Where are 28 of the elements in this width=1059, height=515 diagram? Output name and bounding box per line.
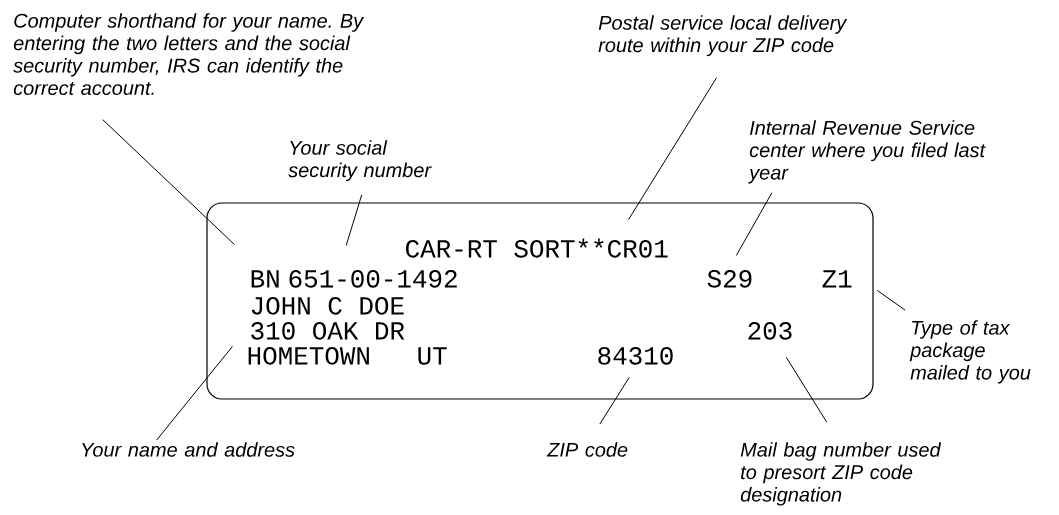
leader-line <box>785 356 828 423</box>
leader-line <box>599 376 630 425</box>
leader-line <box>156 345 233 441</box>
printed-field: CAR-RT SORT**CR01 <box>406 238 668 258</box>
callout-text: Type of tax package mailed to you <box>909 320 1031 384</box>
printed-field: 203 <box>748 322 792 340</box>
printed-field: 84310 <box>598 347 673 365</box>
callout-text: Mail bag number used to presort ZIP code designation <box>740 442 942 506</box>
callout-text: ZIP code <box>546 442 628 457</box>
printed-field: JOHN C DOE <box>251 297 404 315</box>
leader-line <box>876 289 906 311</box>
callout-text: Postal service local delivery route within your ZIP code <box>598 15 848 57</box>
leader-line <box>735 192 773 256</box>
printed-field: Z1 <box>822 270 852 288</box>
leader-line <box>628 77 718 221</box>
printed-field: HOMETOWN <box>248 347 369 365</box>
printed-field: BN <box>251 270 279 288</box>
leader-line <box>102 119 235 246</box>
printed-field: 651-00-1492 <box>289 270 457 288</box>
printed-field: S29 <box>707 270 752 288</box>
callout-text: Computer shorthand for your name. By entering the two letters and the social security number, IRS can identify the correct account. <box>13 13 365 96</box>
printed-field: 310 OAK DR <box>251 322 405 340</box>
callout-text: Your name and address <box>82 442 295 457</box>
printed-field: UT <box>418 347 447 365</box>
address-label <box>206 202 874 400</box>
callout-text: Your social security number <box>288 140 432 182</box>
callout-text: Internal Revenue Service center where you filed last year <box>748 120 986 184</box>
leader-line <box>345 194 363 247</box>
